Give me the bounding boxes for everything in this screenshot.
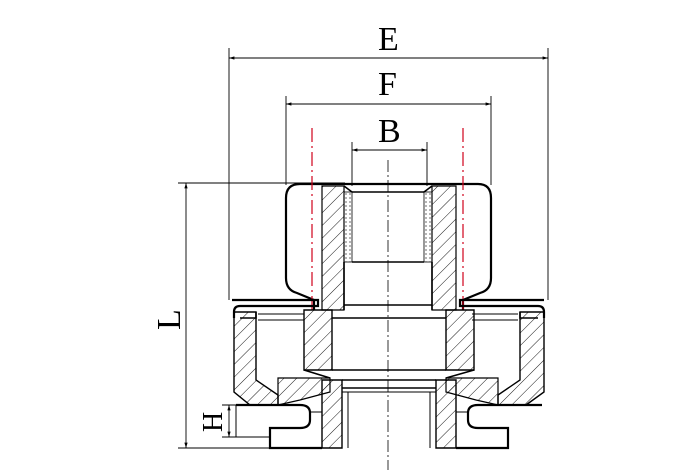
- label-b: B: [378, 113, 401, 150]
- union-nut: [232, 298, 546, 406]
- label-e: E: [378, 21, 399, 58]
- label-l: L: [151, 309, 188, 330]
- bottom-flange: [235, 403, 542, 450]
- label-h: H: [198, 412, 229, 432]
- dimension-h: [222, 404, 270, 438]
- dimension-f: [285, 96, 492, 185]
- dimension-e: [228, 48, 549, 300]
- central-body: [303, 309, 475, 379]
- dimension-b: [351, 142, 428, 186]
- upper-body: [284, 182, 493, 311]
- label-f: F: [378, 66, 397, 103]
- bottom-socket: [321, 379, 457, 449]
